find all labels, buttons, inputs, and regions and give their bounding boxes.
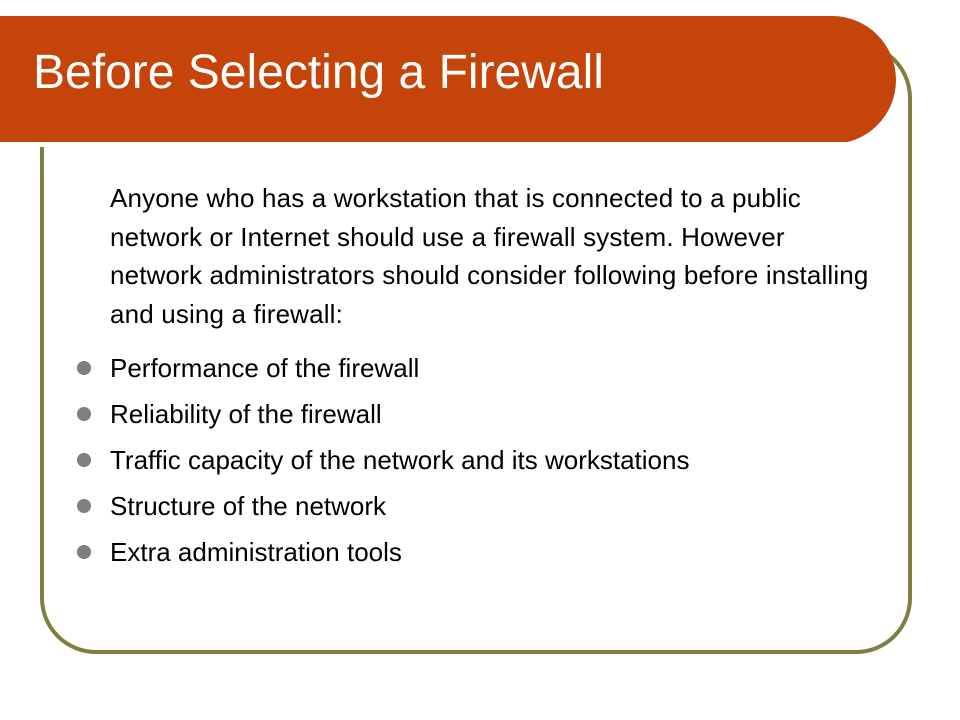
bullet-dot-icon [77,453,91,467]
bullet-item-traffic-capacity: Traffic capacity of the network and its … [70,437,870,483]
bullet-dot-icon [77,545,91,559]
title-underline [0,142,848,147]
bullet-list: Performance of the firewall Reliability … [70,345,870,575]
title-bar [0,16,896,147]
bullet-text: Performance of the firewall [110,353,420,383]
bullet-item-reliability: Reliability of the firewall [70,391,870,437]
bullet-text: Reliability of the firewall [110,399,382,429]
bullet-dot-icon [77,407,91,421]
bullet-item-performance: Performance of the firewall [70,345,870,391]
slide-title: Before Selecting a Firewall [33,46,604,99]
slide-body: Anyone who has a workstation that is con… [70,179,870,575]
bullet-item-structure: Structure of the network [70,483,870,529]
bullet-item-admin-tools: Extra administration tools [70,529,870,575]
bullet-dot-icon [77,361,91,375]
bullet-text: Structure of the network [110,491,387,521]
intro-paragraph: Anyone who has a workstation that is con… [110,183,869,329]
bullet-text: Traffic capacity of the network and its … [110,445,690,475]
bullet-text: Extra administration tools [110,537,402,567]
bullet-dot-icon [77,499,91,513]
